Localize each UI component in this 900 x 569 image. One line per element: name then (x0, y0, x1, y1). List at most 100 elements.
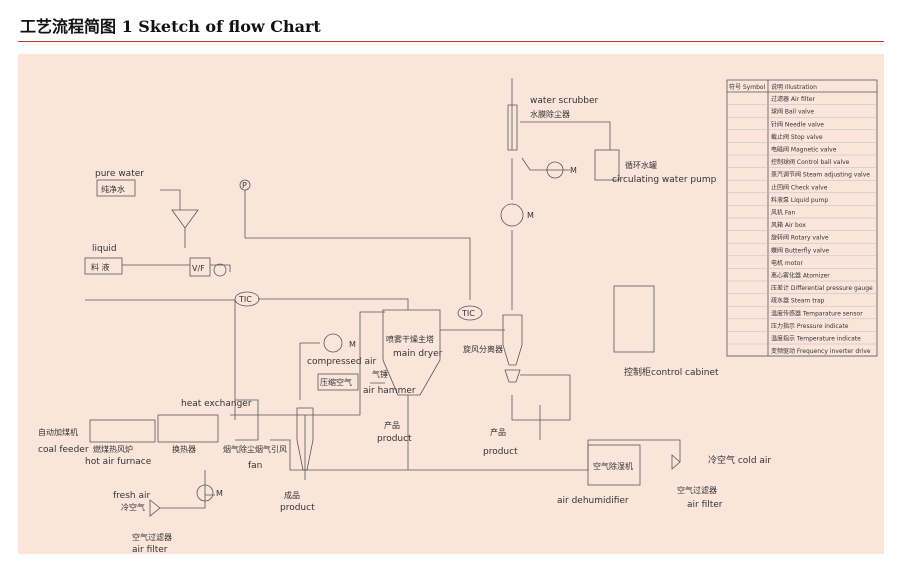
product1-cn: 产品 (384, 420, 400, 430)
legend-item: 止回阀 Check valve (771, 183, 828, 191)
control-cabinet-box (613, 285, 655, 353)
dehumidifier-en: air dehumidifier (557, 496, 629, 506)
tic-label-1: TIC (238, 295, 252, 304)
fan-cn: 烟气除尘烟气引风 (223, 444, 287, 454)
control-cabinet-label: 控制柜control cabinet (624, 366, 719, 378)
product2-cn: 产品 (490, 427, 506, 437)
pipe-compressed (299, 342, 385, 400)
hot-air-furnace (89, 419, 156, 443)
air-filter2-en: air filter (687, 500, 723, 510)
fresh-air-cn: 冷空气 (121, 502, 145, 512)
liquid-pump (213, 263, 227, 277)
pipe-fresh-air (160, 470, 215, 509)
circ-motor-label: M (570, 166, 577, 175)
heat-exchanger (157, 414, 219, 443)
legend-item: 旋转阀 Rotary valve (771, 234, 829, 242)
furnace-en: hot air furnace (85, 457, 152, 467)
legend-item: 温度传感器 Temparature sensor (771, 309, 863, 317)
pressure-gauge-label: P (242, 181, 247, 190)
pipe-fan-to-cyclone (270, 439, 370, 471)
cold-air-label: 冷空气 cold air (708, 454, 771, 466)
legend-header-symbol: 符号 Symbol (729, 83, 766, 91)
air-filter1-cn: 空气过滤器 (132, 532, 172, 542)
legend-item: 压力指示 Pressure indicate (771, 322, 849, 330)
fresh-air-en: fresh air (113, 491, 150, 501)
legend-item: 蒸汽调节阀 Steam adjusting valve (771, 171, 870, 179)
pressure-gauge (239, 179, 251, 191)
fresh-air-fan (196, 484, 214, 502)
legend-item: 疏水器 Steam trap (771, 297, 825, 305)
liquid-box (84, 257, 123, 275)
tic-label-2: TIC (461, 309, 475, 318)
dehumidifier-cn: 空气除湿机 (593, 461, 633, 471)
product2-en: product (483, 447, 518, 457)
legend-item: 温度指示 Temperature indicate (771, 335, 861, 343)
title-rule (18, 41, 884, 42)
pure-water-en: pure water (95, 169, 144, 179)
product1-en: product (377, 434, 412, 444)
flue-fan (235, 399, 259, 441)
air-dehumidifier-box (587, 444, 641, 486)
circ-en: circulating water pump (612, 175, 717, 185)
compressed-air-cn: 压缩空气 (320, 377, 352, 387)
page-title: 工艺流程简图 1 Sketch of flow Chart (20, 17, 321, 36)
pipe-water (160, 189, 186, 248)
coal-feeder-en: coal feeder (38, 445, 89, 455)
air-filter1-en: air filter (132, 545, 168, 555)
pipe-top-feed (245, 237, 471, 300)
main-dryer-en: main dryer (393, 349, 443, 359)
exchanger-cn: 换热器 (172, 444, 196, 454)
legend-item: 电机 motor (771, 259, 803, 267)
compressed-motor-label: M (349, 340, 356, 349)
diagram-panel (18, 54, 884, 554)
tic-sensor-2 (457, 305, 483, 321)
legend-item: 过滤器 Air filter (771, 95, 816, 103)
pipe-hx-to-dryer (230, 311, 385, 416)
legend-items: 过滤器 Air filter 球阀 Ball valve 针阀 Needle val… (727, 95, 877, 357)
water-scrubber-en: water scrubber (530, 96, 599, 106)
vf-label: V/F (192, 264, 205, 273)
legend-item: 控制球阀 Control ball valve (771, 158, 850, 166)
water-scrubber (507, 104, 518, 151)
fresh-air-filter (149, 499, 161, 517)
legend-item: 蝶阀 Butterfly valve (771, 246, 829, 254)
air-filter2-cn: 空气过滤器 (677, 485, 717, 495)
product3-en: product (280, 503, 315, 513)
scrubber-motor-label: M (527, 211, 534, 220)
tic-sensor-1 (234, 291, 260, 307)
pipe-cyclone-bottom (511, 374, 571, 421)
cyclone-separator (502, 314, 523, 366)
pipe-tic-to-dryer (258, 298, 409, 310)
air-hammer-cn: 气锤 (372, 369, 388, 379)
legend-item: 压差计 Differential pressure gauge (771, 284, 873, 292)
scrubber-fan (500, 203, 524, 227)
coal-feeder-cn: 自动加煤机 (38, 427, 78, 437)
water-scrubber-cn: 水膜除尘器 (530, 109, 570, 119)
circ-pump (546, 161, 564, 179)
compressed-air-en: compressed air (307, 357, 376, 367)
legend-item: 风机 Fan (771, 209, 795, 217)
liquid-cn: 料 液 (91, 262, 110, 272)
cyclone-cn: 旋风分离器 (463, 344, 503, 354)
fan-en: fan (248, 461, 262, 471)
pipe-circ (520, 121, 611, 171)
water-filter (171, 209, 199, 229)
circ-cn: 循环水罐 (625, 160, 657, 170)
product3-cn: 成品 (284, 490, 300, 500)
legend-item: 截止阀 Stop valve (771, 133, 823, 141)
heat-exchanger-label: heat exchanger (181, 399, 252, 409)
compressed-air-box (317, 373, 359, 391)
vf-box (189, 257, 211, 277)
furnace-cn: 燃煤热风炉 (93, 444, 133, 454)
legend-item: 球阀 Ball valve (771, 108, 814, 116)
product-cyclone (296, 407, 314, 471)
legend-item: 电磁阀 Magnetic valve (771, 146, 837, 154)
pure-water-cn: 纯净水 (101, 184, 125, 194)
legend-item: 风箱 Air box (771, 221, 806, 229)
pipe-bottom-return (370, 439, 681, 471)
legend-item: 变频驱动 Frequency inverter drive (771, 347, 871, 355)
pure-water-box (96, 179, 136, 197)
fresh-air-motor-label: M (216, 489, 223, 498)
legend-item: 针阀 Needle valve (771, 120, 824, 128)
